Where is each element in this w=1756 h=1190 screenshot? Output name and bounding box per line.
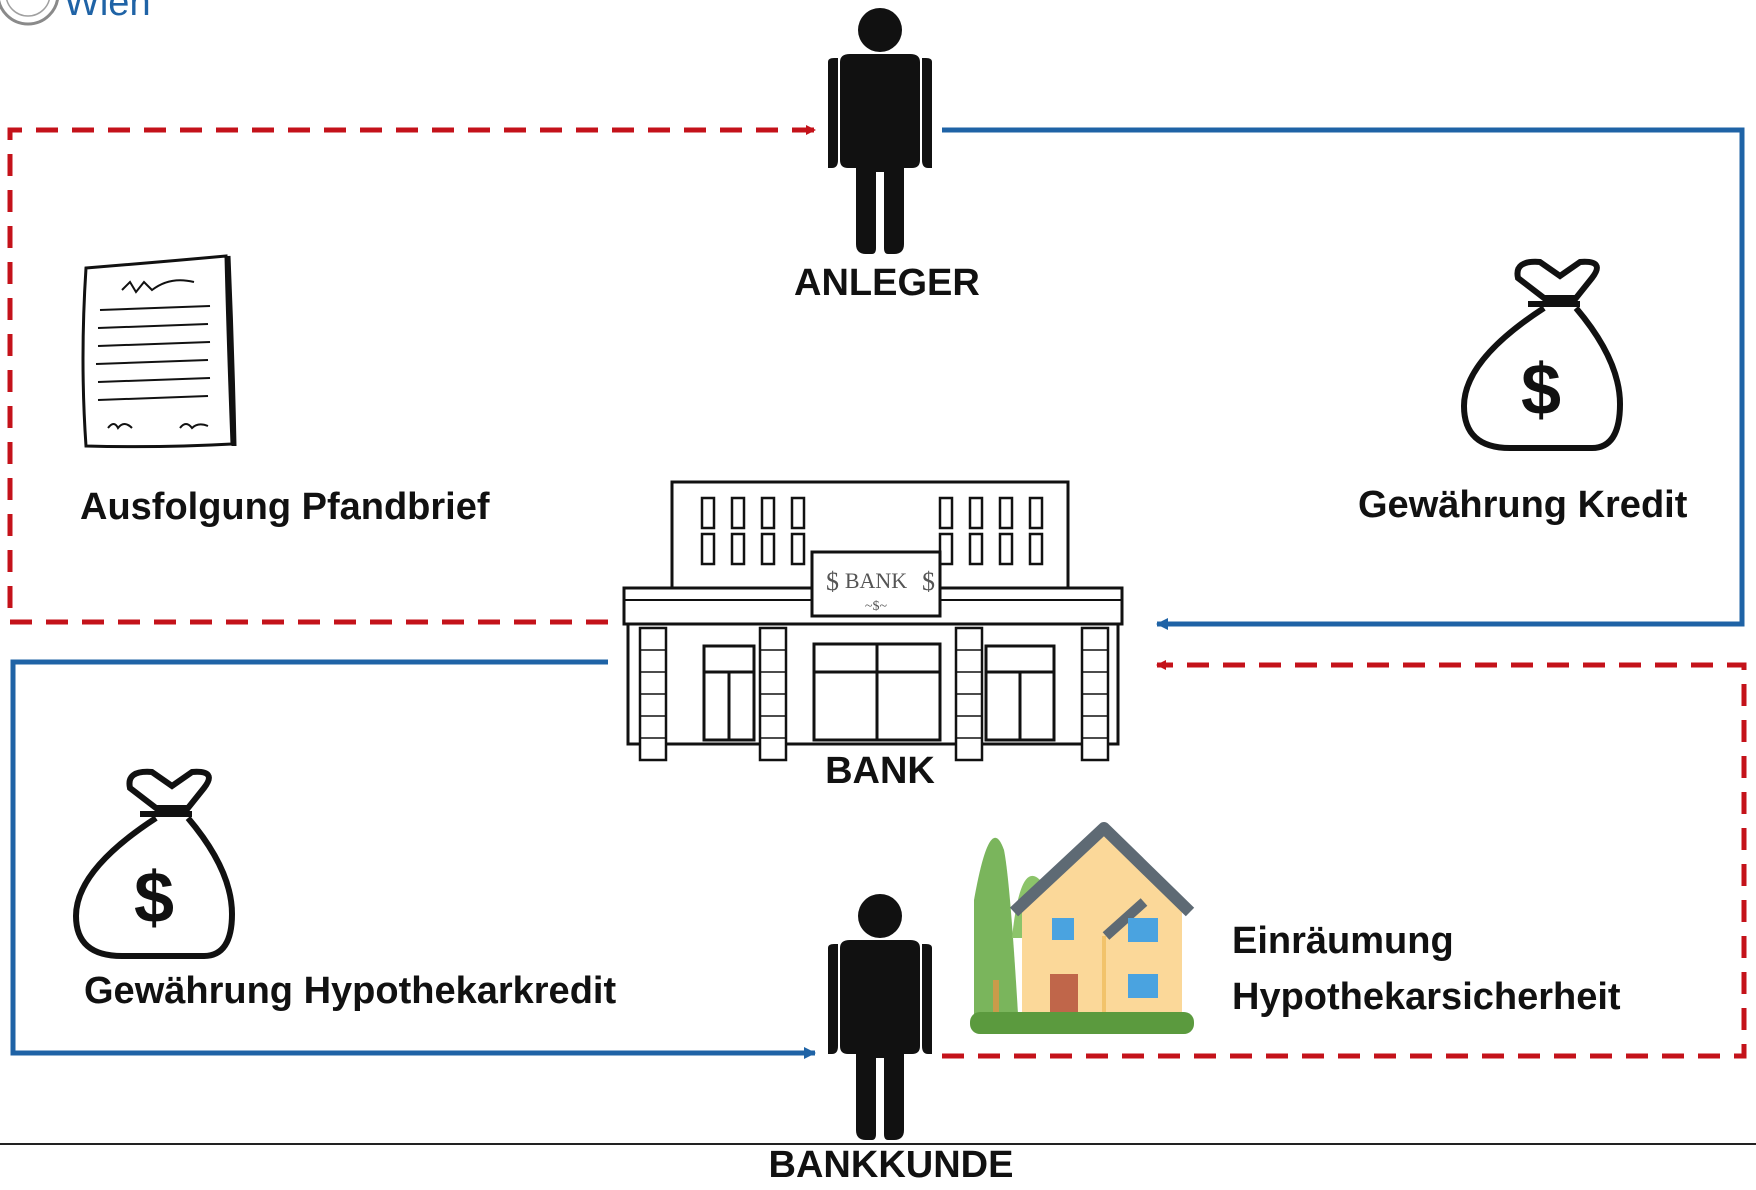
mortgage-security-flow-label-line1: Einräumung: [1232, 920, 1454, 962]
mortgage-money-bag-icon: $: [72, 768, 236, 959]
dollar-icon-right: $: [922, 567, 935, 596]
investor-label: ANLEGER: [794, 262, 980, 304]
dollar-sign-icon: $: [1521, 350, 1561, 430]
credit-flow-label: Gewährung Kredit: [1358, 484, 1688, 526]
mortgage-security-flow-line: [942, 660, 1747, 1059]
customer-person-icon: [828, 894, 932, 1140]
logo-wordmark: Wien: [64, 0, 151, 24]
pfandbrief-flow-label: Ausfolgung Pfandbrief: [80, 486, 490, 528]
mortgage-security-flow-label-line2: Hypothekarsicherheit: [1232, 976, 1621, 1018]
sign-ornament-icon: ~$~: [865, 599, 888, 614]
investor-person-icon: [828, 8, 932, 254]
university-seal-logo: [0, 0, 59, 26]
dollar-sign-icon: $: [134, 858, 174, 938]
bank-label: BANK: [825, 750, 935, 792]
pfandbrief-document-icon: [81, 254, 237, 449]
bank-building-icon: BANK $ $ ~$~: [622, 480, 1124, 762]
mortgage-loan-flow-label: Gewährung Hypothekarkredit: [84, 970, 617, 1012]
customer-label: BANKKUNDE: [768, 1144, 1014, 1186]
dollar-icon-left: $: [826, 567, 839, 596]
credit-money-bag-icon: $: [1460, 258, 1624, 451]
house-icon: [970, 822, 1195, 1034]
pfandbrief-flow-line: [7, 125, 816, 625]
mortgage-loan-flow-line: [10, 659, 816, 1059]
credit-flow-line: [942, 127, 1745, 630]
bank-sign-text: BANK: [845, 568, 907, 593]
